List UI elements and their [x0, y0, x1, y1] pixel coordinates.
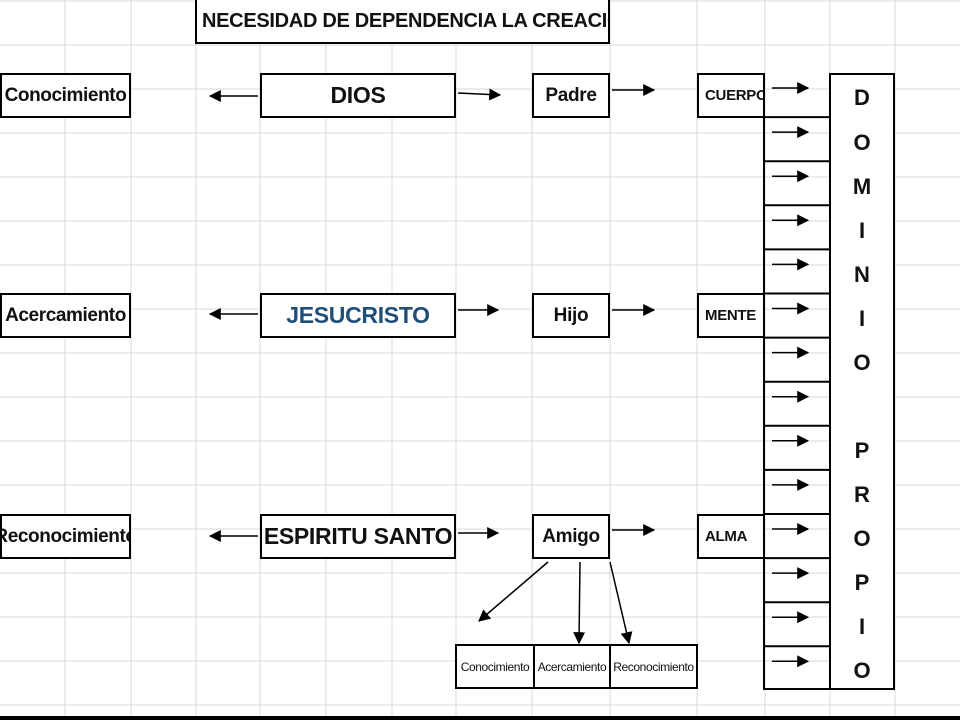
center-box-espiritu-santo: ESPIRITU SANTO — [260, 514, 456, 559]
mid-box-padre: Padre — [532, 73, 610, 118]
vertical-letter: I — [858, 614, 866, 639]
mid-box-amigo: Amigo — [532, 514, 610, 559]
center-box-jesucristo: JESUCRISTO — [260, 293, 456, 338]
vertical-letter: O — [853, 130, 871, 155]
mid-box-hijo: Hijo — [532, 293, 610, 338]
part-box-cuerpo: CUERPO — [697, 73, 765, 118]
part-box-alma: ALMA — [697, 514, 765, 559]
left-label-conocimiento: Conocimiento — [0, 73, 131, 118]
bottom-box-acercamiento: Acercamiento — [533, 644, 611, 689]
vertical-letter: N — [854, 262, 870, 287]
vertical-letter: I — [858, 218, 866, 243]
part-box-mente: MENTE — [697, 293, 765, 338]
vertical-letter: P — [854, 570, 870, 595]
letter-column — [829, 73, 895, 690]
vertical-letter: R — [854, 482, 870, 507]
vertical-letter: P — [854, 438, 870, 463]
vertical-letter: O — [853, 526, 871, 551]
center-box-dios: DIOS — [260, 73, 456, 118]
diagram-title: NECESIDAD DE DEPENDENCIA LA CREACION — [195, 0, 610, 44]
vertical-letter: M — [852, 174, 872, 199]
bottom-box-conocimiento: Conocimiento — [455, 644, 535, 689]
vertical-letter: D — [854, 85, 870, 110]
vertical-letter: I — [858, 306, 866, 331]
arrow-column — [763, 73, 831, 690]
bottom-border — [0, 716, 960, 720]
left-label-acercamiento: Acercamiento — [0, 293, 131, 338]
left-label-reconocimiento: Reconocimiento — [0, 514, 131, 559]
vertical-letter: O — [853, 658, 871, 683]
bottom-box-reconocimiento: Reconocimiento — [609, 644, 698, 689]
vertical-letter: O — [853, 350, 871, 375]
